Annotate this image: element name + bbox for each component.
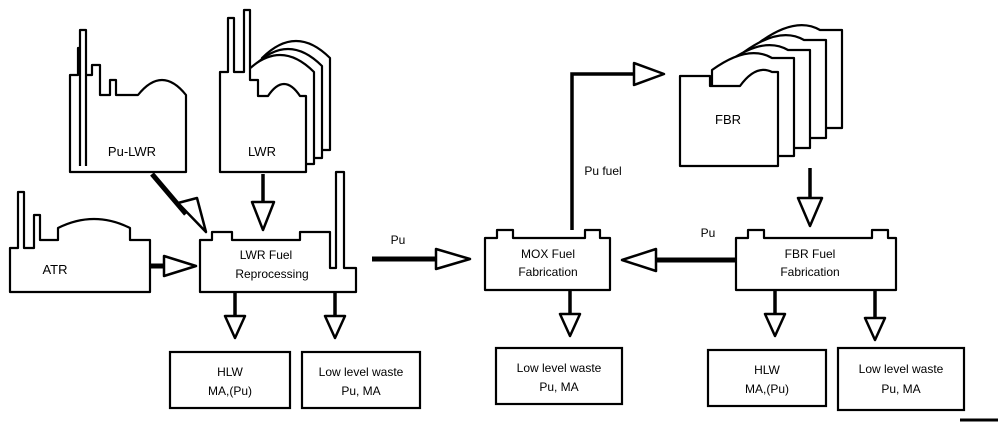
lwr-label: LWR	[248, 144, 276, 159]
hlw-left-line2: MA,(Pu)	[208, 384, 252, 398]
arrow-to-hlw-left	[225, 292, 245, 338]
waste-low-right: Low level waste Pu, MA	[838, 348, 964, 410]
fbr-fabrication-plant: FBR Fuel Fabrication	[736, 230, 896, 290]
arrow-lwr-to-reprocessing	[252, 174, 274, 230]
hlw-left-line1: HLW	[217, 365, 243, 379]
lwr-reactor-stack: LWR	[220, 10, 330, 172]
arrow-to-low-right	[865, 290, 885, 340]
hlw-right-line2: MA,(Pu)	[745, 382, 789, 396]
waste-hlw-right: HLW MA,(Pu)	[708, 350, 826, 406]
mox-fabrication-plant: MOX Fuel Fabrication	[485, 230, 610, 290]
pu-lwr-reactor: Pu-LWR	[70, 30, 186, 172]
arrow-fbr-to-fabrication	[798, 168, 822, 226]
lwr-reprocessing-plant: LWR Fuel Reprocessing	[200, 172, 356, 292]
pu-from-fbr-label: Pu	[701, 226, 716, 240]
fbr-label: FBR	[715, 112, 741, 127]
atr-reactor: ATR	[10, 192, 150, 292]
low-left-line1: Low level waste	[319, 365, 404, 379]
low-right-line1: Low level waste	[859, 362, 944, 376]
hlw-right-line1: HLW	[754, 363, 780, 377]
low-mid-line2: Pu, MA	[539, 380, 578, 394]
fbr-reactor-stack: FBR	[680, 25, 842, 166]
atr-label: ATR	[42, 262, 67, 277]
arrow-pu-fuel-to-fbr: Pu fuel	[572, 63, 664, 230]
mox-fabrication-line1: MOX Fuel	[521, 247, 575, 261]
fbr-fabrication-line2: Fabrication	[780, 265, 839, 279]
waste-low-mid: Low level waste Pu, MA	[496, 348, 622, 404]
lwr-reprocessing-line2: Reprocessing	[235, 267, 308, 281]
arrow-to-low-left	[325, 292, 345, 338]
arrow-to-hlw-right	[765, 290, 785, 336]
low-right-line2: Pu, MA	[881, 382, 920, 396]
pu-lwr-label: Pu-LWR	[108, 144, 156, 159]
pu-to-mox-label: Pu	[391, 233, 406, 247]
arrow-pu-lwr-to-reprocessing	[152, 174, 206, 232]
arrow-pu-from-fbr: Pu	[622, 226, 735, 271]
waste-hlw-left: HLW MA,(Pu)	[170, 352, 290, 408]
waste-low-left: Low level waste Pu, MA	[302, 352, 420, 408]
low-left-line2: Pu, MA	[341, 384, 380, 398]
mox-fabrication-line2: Fabrication	[518, 265, 577, 279]
low-mid-line1: Low level waste	[517, 361, 602, 375]
arrow-pu-to-mox: Pu	[372, 233, 470, 269]
fbr-fabrication-line1: FBR Fuel	[785, 247, 836, 261]
arrow-atr-to-reprocessing	[150, 256, 196, 276]
pu-fuel-label: Pu fuel	[584, 164, 621, 178]
lwr-reprocessing-line1: LWR Fuel	[240, 248, 292, 262]
arrow-to-low-mid	[560, 290, 580, 336]
